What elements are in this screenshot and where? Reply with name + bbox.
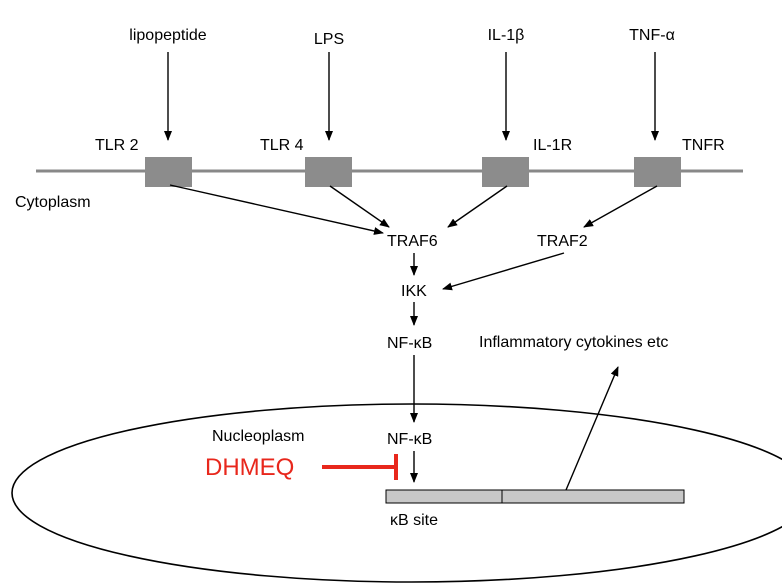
node-traf2: TRAF2 [537, 233, 588, 250]
dna-strand [385, 489, 685, 504]
kb-site-label: κB site [390, 512, 438, 529]
arrow-il1r-traf6 [447, 185, 508, 228]
arrow-tlr2-traf6 [169, 184, 384, 235]
node-ikk: IKK [401, 283, 427, 300]
receptor-label-il1r: IL-1R [533, 137, 572, 154]
receptor-box-il1r [482, 157, 529, 187]
output-label: Inflammatory cytokines etc [479, 334, 668, 351]
receptor-box-tnfr [634, 157, 681, 187]
node-nfkb-nucleus: NF-κB [387, 431, 432, 448]
receptor-box-tlr4 [305, 157, 352, 187]
ligand-tnfa: TNF-α [629, 27, 675, 44]
arrow-traf2-ikk [442, 252, 565, 291]
nucleus [11, 403, 782, 583]
receptor-label-tlr2: TLR 2 [95, 137, 139, 154]
arrow-tnfr-traf2 [583, 185, 658, 228]
inhibitor-dhmeq: DHMEQ [205, 454, 294, 481]
nucleoplasm-label: Nucleoplasm [212, 428, 304, 445]
receptor-box-tlr2 [145, 157, 192, 187]
cytoplasm-label: Cytoplasm [15, 194, 91, 211]
node-nfkb-cytoplasm: NF-κB [387, 335, 432, 352]
ligand-il1b: IL-1β [488, 27, 525, 44]
receptor-label-tlr4: TLR 4 [260, 137, 304, 154]
arrow-cytokine-output [565, 366, 619, 491]
arrow-tlr4-traf6 [329, 185, 390, 228]
receptor-label-tnfr: TNFR [682, 137, 725, 154]
ligand-lps: LPS [314, 31, 344, 48]
node-traf6: TRAF6 [387, 233, 438, 250]
ligand-lipopeptide: lipopeptide [129, 27, 207, 44]
